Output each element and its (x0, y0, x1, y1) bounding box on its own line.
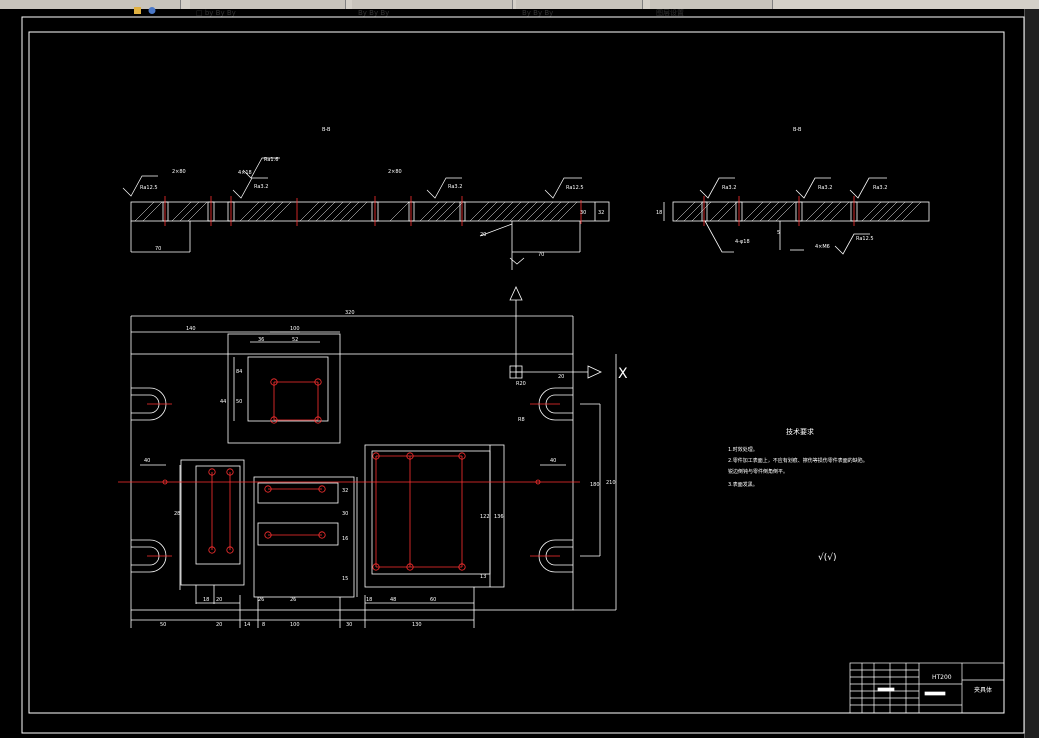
centerlines-right (703, 196, 855, 226)
vertical-scrollbar[interactable] (1024, 9, 1039, 738)
tab-4[interactable]: 图层设置 (650, 0, 773, 17)
svg-text:32: 32 (598, 210, 604, 216)
note-2b: 锐边倒钝与零件倒角倒平。 (728, 468, 788, 475)
svg-text:60: 60 (430, 597, 436, 603)
outer-frame (21, 16, 1025, 734)
tab-3[interactable]: By By By (516, 0, 643, 17)
general-roughness: √(√) (818, 552, 837, 563)
svg-text:18: 18 (203, 597, 209, 603)
svg-text:20: 20 (216, 622, 222, 628)
svg-text:Ra3.2: Ra3.2 (818, 185, 832, 191)
svg-text:2×80: 2×80 (388, 169, 402, 175)
tab-2[interactable]: By By By (352, 0, 513, 17)
svg-text:Ra12.5: Ra12.5 (140, 185, 158, 191)
svg-text:2×80: 2×80 (172, 169, 186, 175)
svg-text:18: 18 (366, 597, 372, 603)
svg-text:122: 122 (480, 514, 490, 520)
inner-frame (28, 31, 1005, 714)
svg-text:18: 18 (656, 210, 662, 216)
svg-text:136: 136 (494, 514, 504, 520)
svg-text:30: 30 (346, 622, 352, 628)
svg-text:36: 36 (258, 337, 264, 343)
centerlines-plan (118, 381, 580, 568)
svg-text:100: 100 (290, 622, 300, 628)
section-view-left: B-B (130, 127, 610, 270)
title-material: HT200 (932, 674, 952, 681)
svg-text:Ra12.5: Ra12.5 (856, 236, 874, 242)
svg-text:4×18: 4×18 (238, 170, 252, 176)
title-block (849, 662, 1005, 714)
roughness-labels-right: Ra3.2 Ra3.2 Ra3.2 Ra12.5 18 4-φ18 4×M6 5 (656, 185, 887, 250)
svg-text:130: 130 (412, 622, 422, 628)
roughness-labels-left: Ra12.5 Ra1.6 Ra3.2 Ra3.2 Ra12.5 2×80 4×1… (140, 157, 604, 258)
svg-text:52: 52 (292, 337, 298, 343)
section-view-right: B-B (663, 127, 930, 255)
svg-text:14: 14 (244, 622, 250, 628)
svg-text:4×M6: 4×M6 (815, 244, 830, 250)
svg-text:40: 40 (144, 458, 150, 464)
svg-text:44: 44 (220, 399, 226, 405)
svg-text:15: 15 (342, 576, 348, 582)
technical-notes: 技术要求 1.时效处理。 2.零件加工表面上，不应有划痕、擦伤等损伤零件表面的缺… (728, 427, 868, 563)
svg-text:210: 210 (606, 480, 616, 486)
svg-text:70: 70 (155, 246, 161, 252)
svg-text:Ra12.5: Ra12.5 (566, 185, 584, 191)
note-2: 2.零件加工表面上，不应有划痕、擦伤等损伤零件表面的缺陷。 (728, 457, 868, 464)
svg-text:84: 84 (236, 369, 242, 375)
svg-text:26: 26 (290, 597, 296, 603)
svg-text:30: 30 (580, 210, 586, 216)
svg-text:Ra3.2: Ra3.2 (722, 185, 736, 191)
svg-text:48: 48 (390, 597, 396, 603)
svg-text:140: 140 (186, 326, 196, 332)
note-3: 3.表面发黑。 (728, 481, 758, 488)
svg-text:8: 8 (262, 622, 265, 628)
toolbar-icon-group[interactable] (130, 6, 160, 15)
note-1: 1.时效处理。 (728, 446, 758, 453)
svg-text:26: 26 (258, 597, 264, 603)
toolbar: □ by By By By By By By By By 图层设置 (0, 0, 1039, 17)
svg-text:30: 30 (342, 511, 348, 517)
roughness-symbols-left (122, 157, 582, 199)
svg-text:13: 13 (480, 574, 486, 580)
svg-text:20: 20 (558, 374, 564, 380)
svg-text:32: 32 (342, 488, 348, 494)
holes (162, 378, 541, 571)
plan-dim-labels: 320 140 100 36 52 84 44 50 R20 R8 40 40 … (144, 310, 616, 628)
svg-text:100: 100 (290, 326, 300, 332)
ucs-x-label: X (618, 366, 628, 382)
svg-text:50: 50 (160, 622, 166, 628)
svg-text:20: 20 (480, 232, 486, 238)
svg-text:Ra3.2: Ra3.2 (873, 185, 887, 191)
hatch-left (134, 201, 578, 222)
svg-text:40: 40 (550, 458, 556, 464)
section-label-right: B-B (793, 127, 802, 133)
svg-text:4-φ18: 4-φ18 (735, 239, 750, 245)
toolbar-icons[interactable] (0, 0, 181, 14)
svg-text:R8: R8 (518, 417, 525, 423)
title-part-name: 夹具体 (974, 686, 992, 694)
svg-text:R20: R20 (516, 381, 526, 387)
svg-text:320: 320 (345, 310, 355, 316)
svg-text:20: 20 (216, 597, 222, 603)
svg-text:70: 70 (538, 252, 544, 258)
svg-text:5: 5 (777, 230, 780, 236)
svg-text:Ra1.6: Ra1.6 (264, 157, 278, 163)
svg-text:16: 16 (342, 536, 348, 542)
notes-title: 技术要求 (786, 427, 814, 436)
svg-text:Ra3.2: Ra3.2 (254, 184, 268, 190)
svg-text:180: 180 (590, 482, 600, 488)
drawing-canvas[interactable]: B-B (0, 9, 1025, 738)
svg-text:Ra3.2: Ra3.2 (448, 184, 462, 190)
tab-1[interactable]: □ by By By (190, 0, 346, 17)
svg-text:28: 28 (174, 511, 180, 517)
section-label-left: B-B (322, 127, 331, 133)
svg-text:50: 50 (236, 399, 242, 405)
centerlines-left (164, 196, 582, 226)
